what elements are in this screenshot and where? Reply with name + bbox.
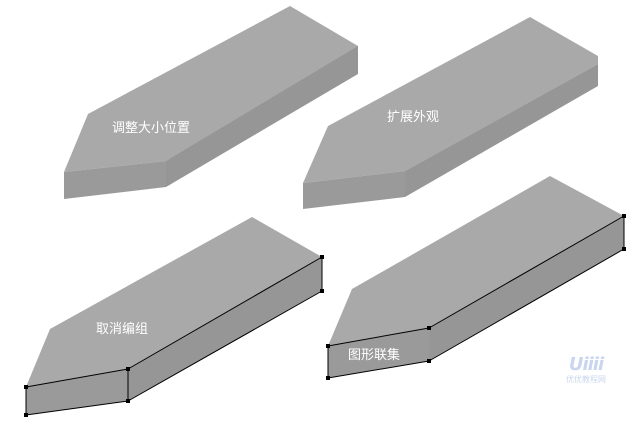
anchor-point[interactable]	[326, 376, 330, 380]
arrow-shape-expand: 扩展外观	[303, 17, 598, 209]
arrow-shape-resize: 调整大小位置	[64, 6, 358, 199]
arrow-right-face	[405, 64, 598, 197]
anchor-point[interactable]	[320, 289, 324, 293]
selection-outline	[327, 215, 625, 379]
shape-label: 取消编组	[96, 322, 148, 337]
anchor-point[interactable]	[126, 367, 130, 371]
shape-label: 扩展外观	[387, 110, 439, 125]
anchor-point[interactable]	[427, 359, 431, 363]
arrow-right-face	[429, 216, 624, 361]
arrow-front-face	[328, 328, 429, 378]
anchor-point[interactable]	[126, 399, 130, 403]
anchor-point[interactable]	[24, 385, 28, 389]
arrow-top-face	[64, 6, 358, 172]
arrow-top-face	[328, 176, 624, 346]
arrow-top-face	[26, 217, 322, 387]
anchor-point[interactable]	[622, 247, 626, 251]
anchor-points	[24, 255, 324, 417]
arrow-top-face	[303, 17, 598, 183]
arrow-right-face	[128, 257, 322, 401]
shape-label: 调整大小位置	[112, 121, 190, 136]
anchor-point[interactable]	[320, 255, 324, 259]
anchor-point[interactable]	[326, 344, 330, 348]
arrow-front-face	[26, 369, 128, 415]
arrow-front-face	[64, 161, 166, 199]
arrow-shape-union: 图形联集	[326, 176, 626, 380]
shape-label: 图形联集	[348, 347, 400, 363]
arrow-front-face	[303, 171, 405, 209]
anchor-point[interactable]	[24, 413, 28, 417]
arrow-right-face	[166, 46, 358, 187]
arrow-shape-ungroup: 取消编组	[24, 217, 324, 417]
anchor-points	[326, 214, 626, 380]
selection-outline	[25, 256, 323, 416]
anchor-point[interactable]	[427, 326, 431, 330]
anchor-point[interactable]	[622, 214, 626, 218]
